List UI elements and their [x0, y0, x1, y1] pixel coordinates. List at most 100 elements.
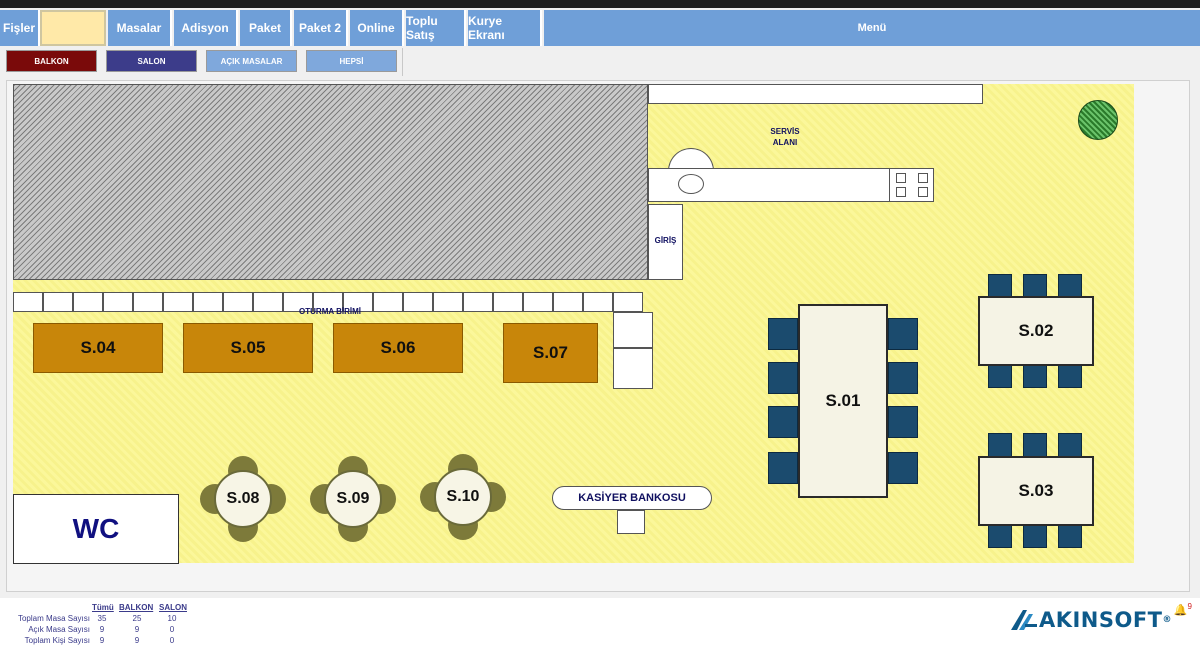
top-nav: Fişler Masalar Adisyon Paket Paket 2 Onl…: [0, 10, 1200, 46]
bench-cell: [553, 292, 583, 312]
sink-basin: [678, 174, 704, 194]
stats-value: 9: [134, 625, 140, 634]
stats-header-tumu: Tümü: [92, 603, 114, 612]
akinsoft-mark-icon: [1010, 610, 1037, 630]
tab-masalar[interactable]: Masalar: [108, 10, 172, 46]
akinsoft-logo: AKINSOFT®: [1010, 608, 1172, 632]
chair: [1058, 524, 1082, 548]
stats-value: 35: [97, 614, 107, 623]
stats-row-label: Açık Masa Sayısı: [28, 625, 90, 634]
tab-online[interactable]: Online: [350, 10, 404, 46]
table-s05[interactable]: S.05: [183, 323, 313, 373]
bench-cell: [283, 292, 313, 312]
stats-value: 9: [99, 636, 105, 645]
chair: [768, 318, 798, 350]
table-s09[interactable]: S.09: [324, 470, 382, 528]
table-label: S.04: [80, 338, 116, 357]
table-label: S.06: [380, 338, 416, 357]
giris-label: GİRİŞ: [654, 236, 677, 245]
stove-burner: [918, 173, 928, 183]
hatched-area: [13, 84, 648, 280]
table-label: S.03: [1018, 481, 1054, 500]
tab-menu[interactable]: Menü: [544, 10, 1200, 46]
bench-cell: [103, 292, 133, 312]
filter-acik-masalar-button[interactable]: AÇIK MASALAR: [206, 50, 297, 72]
app-window: Fişler Masalar Adisyon Paket Paket 2 Onl…: [0, 8, 1200, 653]
table-s08[interactable]: S.08: [214, 470, 272, 528]
kasiyer-bankosu: KASİYER BANKOSU: [552, 486, 712, 510]
filter-hepsi-button[interactable]: HEPSİ: [306, 50, 397, 72]
table-label: S.02: [1018, 321, 1054, 340]
chair: [888, 362, 918, 394]
chair: [1023, 433, 1047, 457]
filter-salon-button[interactable]: SALON: [106, 50, 197, 72]
notification-count: 9: [1187, 602, 1192, 611]
chair: [1058, 364, 1082, 388]
table-s06[interactable]: S.06: [333, 323, 463, 373]
filter-divider: [402, 48, 403, 76]
bench-cell: [493, 292, 523, 312]
table-s01[interactable]: S.01: [798, 304, 888, 498]
table-s03[interactable]: S.03: [978, 456, 1094, 526]
stats-value: 9: [99, 625, 105, 634]
table-s07[interactable]: S.07: [503, 323, 598, 383]
table-s02[interactable]: S.02: [978, 296, 1094, 366]
bench-cell: [433, 292, 463, 312]
chair: [1058, 274, 1082, 298]
chair: [988, 364, 1012, 388]
bench-corner: [613, 312, 653, 348]
table-s04[interactable]: S.04: [33, 323, 163, 373]
tab-paket2[interactable]: Paket 2: [294, 10, 348, 46]
table-label: S.08: [226, 490, 260, 507]
tab-blank[interactable]: [40, 10, 106, 46]
tab-paket[interactable]: Paket: [240, 10, 292, 46]
stove-burner: [896, 173, 906, 183]
chair: [888, 452, 918, 484]
bench-cell: [223, 292, 253, 312]
stats-row-label: Toplam Masa Sayısı: [17, 614, 90, 623]
stove-burner: [918, 187, 928, 197]
chair: [1023, 524, 1047, 548]
chair: [1058, 433, 1082, 457]
stove-burner: [896, 187, 906, 197]
stats-header-balkon: BALKON: [119, 603, 154, 612]
stats-value: 25: [132, 614, 142, 623]
table-label: S.10: [446, 488, 480, 505]
stats-value: 9: [134, 636, 140, 645]
oturma-birimi-label: OTURMA BİRİMİ: [299, 307, 361, 316]
tab-kurye-ekrani[interactable]: Kurye Ekranı: [468, 10, 542, 46]
notification-bell[interactable]: 🔔9: [1173, 602, 1192, 617]
tab-fisler[interactable]: Fişler: [0, 10, 40, 46]
bench-cell: [73, 292, 103, 312]
stats-header-salon: SALON: [159, 603, 187, 612]
tab-adisyon[interactable]: Adisyon: [174, 10, 238, 46]
bench-cell: [523, 292, 553, 312]
registered-mark: ®: [1162, 615, 1172, 625]
chair: [768, 452, 798, 484]
chair: [888, 406, 918, 438]
bench-cell: [133, 292, 163, 312]
bench-cell: [373, 292, 403, 312]
table-label: S.07: [533, 343, 568, 362]
filter-balkon-button[interactable]: BALKON: [6, 50, 97, 72]
stats-value: 0: [169, 636, 175, 645]
bench-cell: [13, 292, 43, 312]
table-label: S.09: [336, 490, 370, 507]
akinsoft-logo-text: AKINSOFT: [1038, 608, 1163, 632]
table-label: S.05: [230, 338, 266, 357]
footer: [0, 598, 1200, 653]
bench-cell: [163, 292, 193, 312]
plant-icon: [1078, 100, 1118, 140]
table-label: S.01: [825, 391, 861, 410]
tab-toplu-satis[interactable]: Toplu Satış: [406, 10, 466, 46]
bench-cell: [343, 292, 373, 312]
chair: [988, 274, 1012, 298]
bench-corner: [613, 348, 653, 389]
bench-cell: [313, 292, 343, 312]
table-s10[interactable]: S.10: [434, 468, 492, 526]
stats-row-label: Toplam Kişi Sayısı: [24, 636, 90, 645]
bench-cell: [253, 292, 283, 312]
chair: [768, 362, 798, 394]
chair: [1023, 364, 1047, 388]
stats-value: 0: [169, 625, 175, 634]
